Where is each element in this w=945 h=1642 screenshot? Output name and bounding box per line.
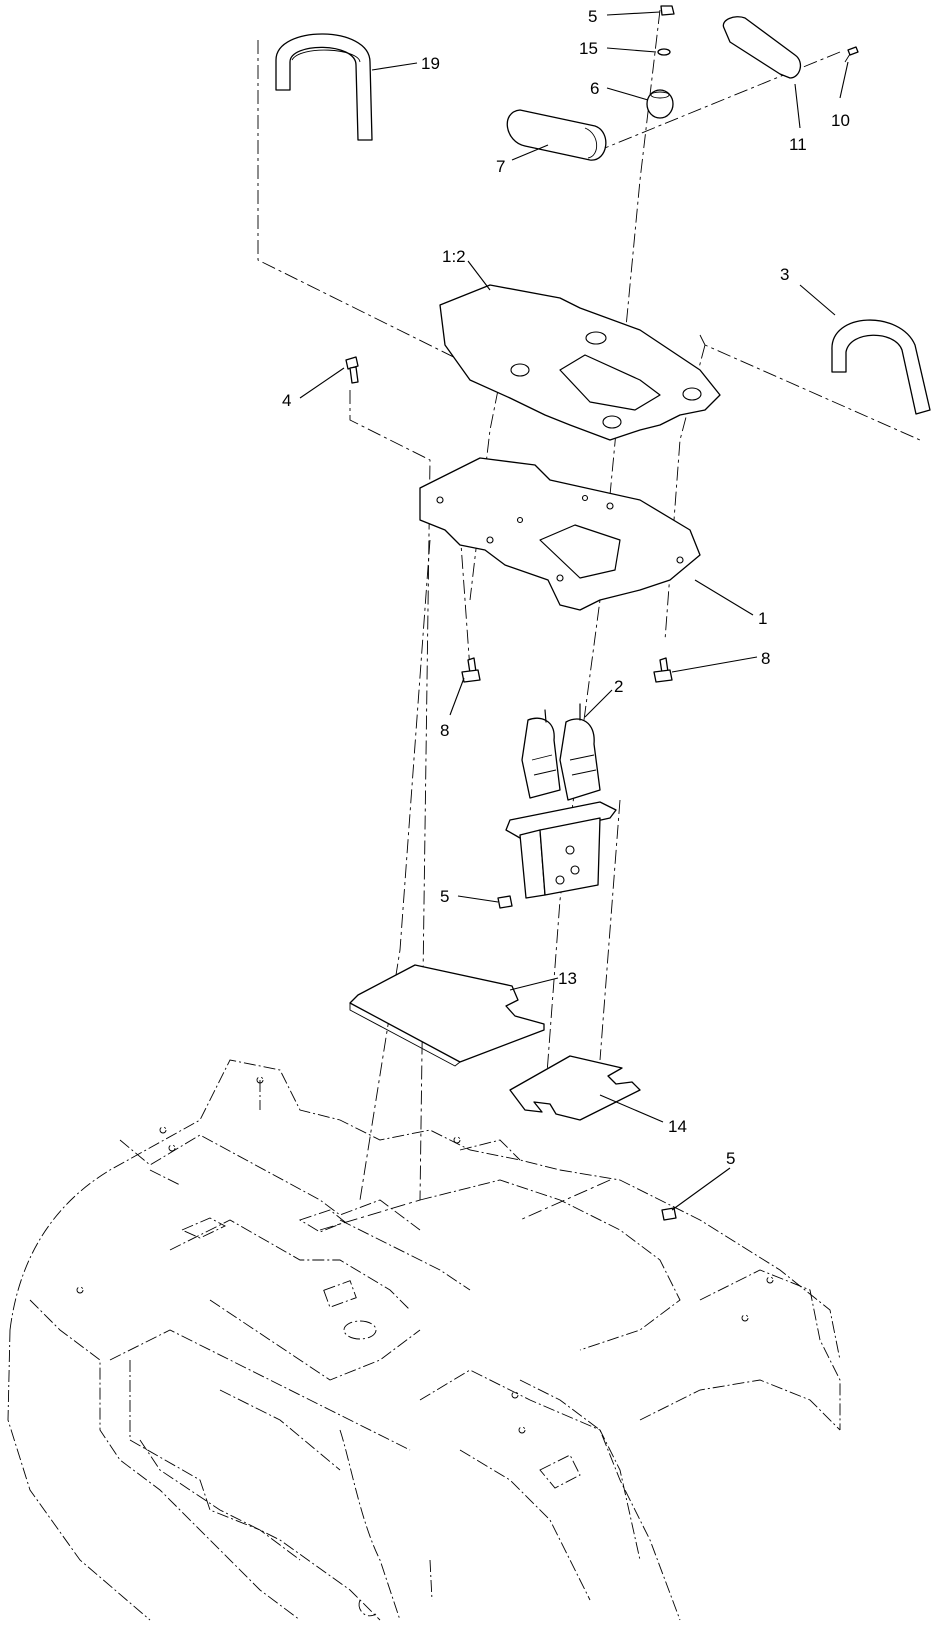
callout-8-right: 8 bbox=[761, 649, 770, 668]
pad-14 bbox=[509, 1055, 641, 1121]
grip-7 bbox=[506, 109, 607, 161]
cover-11 bbox=[722, 16, 802, 79]
callout-13: 13 bbox=[558, 969, 577, 988]
callout-3: 3 bbox=[780, 265, 789, 284]
bolt-8-right bbox=[653, 657, 673, 683]
callout-14: 14 bbox=[668, 1117, 687, 1136]
handle-3 bbox=[831, 319, 931, 415]
nut-5-middle bbox=[497, 895, 513, 909]
callout-5-lower: 5 bbox=[726, 1149, 735, 1168]
nut-5-top bbox=[660, 5, 675, 16]
assembly-lines bbox=[257, 9, 921, 1231]
nut-5-lower bbox=[661, 1207, 677, 1221]
callout-15: 15 bbox=[579, 39, 598, 58]
callout-4: 4 bbox=[282, 391, 291, 410]
frame-phantom bbox=[7, 1059, 841, 1621]
callout-5-middle: 5 bbox=[440, 887, 449, 906]
gasket-1-2 bbox=[439, 284, 721, 441]
bolt-4 bbox=[345, 356, 359, 384]
callout-19: 19 bbox=[421, 54, 440, 73]
callout-11: 11 bbox=[789, 135, 807, 154]
screw-10 bbox=[844, 46, 859, 63]
bolt-8-left bbox=[461, 657, 481, 683]
pad-13 bbox=[349, 964, 545, 1067]
washer-15 bbox=[657, 48, 671, 56]
callout-5-top: 5 bbox=[588, 7, 597, 26]
plate-1 bbox=[419, 457, 701, 611]
callout-6: 6 bbox=[590, 79, 599, 98]
leader-lines bbox=[299, 11, 849, 1211]
callout-2: 2 bbox=[614, 677, 623, 696]
handle-19 bbox=[275, 33, 373, 141]
joystick-valve-2 bbox=[505, 703, 617, 899]
callout-8-left: 8 bbox=[440, 721, 449, 740]
callout-10: 10 bbox=[831, 111, 850, 130]
callout-labels: 5 15 6 7 19 11 10 1:2 3 4 1 8 8 2 5 13 1… bbox=[282, 7, 850, 1168]
knob-6 bbox=[646, 89, 674, 119]
callout-1: 1 bbox=[758, 609, 767, 628]
callout-7: 7 bbox=[496, 157, 505, 176]
callout-1-2: 1:2 bbox=[442, 247, 466, 266]
